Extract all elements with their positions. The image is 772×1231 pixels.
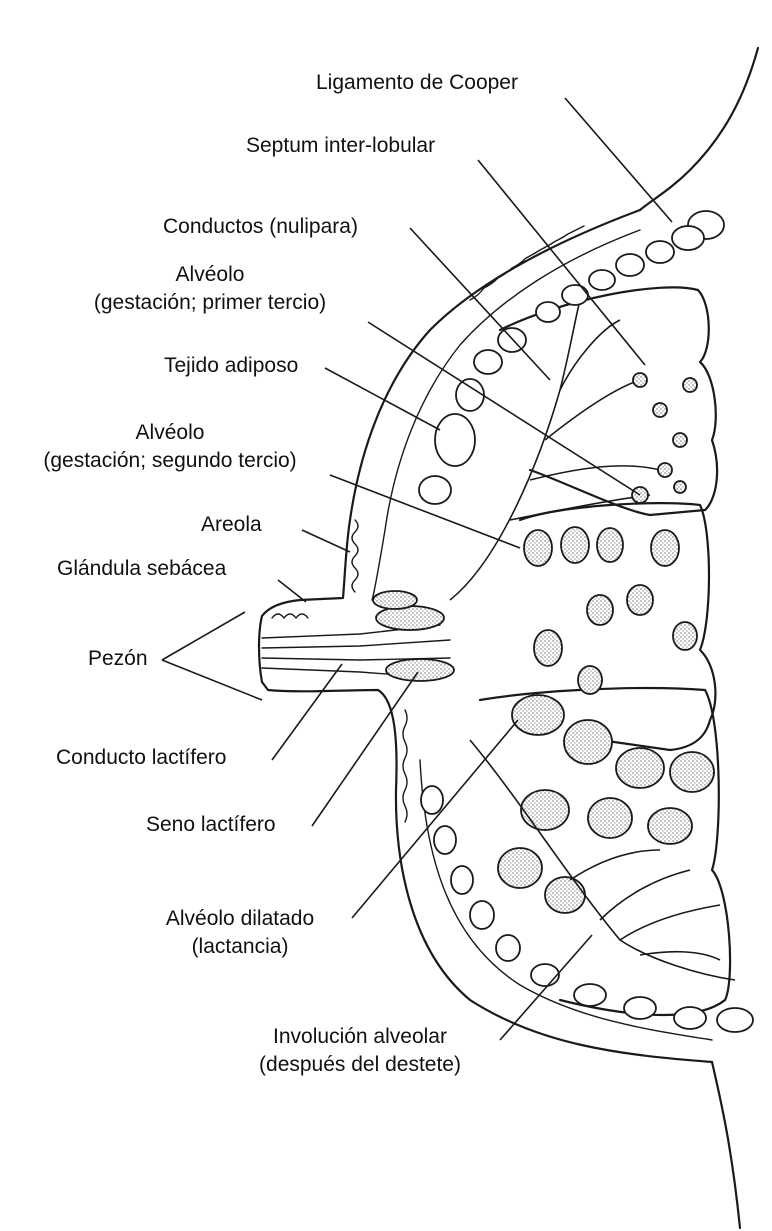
label-alveolo-segundo-tercio-line2: (gestación; segundo tercio) (0, 448, 340, 474)
alveolus-small-6 (633, 373, 647, 387)
alveolus-medium-5 (534, 630, 562, 666)
fat-lobule-21 (674, 1007, 706, 1029)
fat-lobule-2 (672, 226, 704, 250)
alveolus-medium-2 (561, 527, 589, 563)
fat-lobule-4 (616, 254, 644, 276)
fat-lobule-9 (474, 350, 502, 374)
duct-upper-branch-2 (545, 380, 640, 440)
nipple-duct-2 (262, 640, 450, 648)
fat-lobule-5 (589, 270, 615, 290)
involution-duct-branch-2 (620, 905, 720, 940)
alveolus-small-7 (674, 481, 686, 493)
lactiferous-sinus-2 (386, 659, 454, 681)
alveolus-medium-1 (524, 530, 552, 566)
fat-lobule-22 (717, 1008, 753, 1032)
leader-seno-lactifero (312, 672, 418, 826)
leader-conducto-lactifero (272, 664, 342, 760)
label-areola: Areola (201, 512, 262, 538)
fat-lobule-10 (456, 379, 484, 411)
label-alveolo-dilatado-line1: Alvéolo dilatado (130, 906, 350, 932)
alveolus-medium-8 (673, 622, 697, 650)
fat-lobule-15 (451, 866, 473, 894)
label-involucion-alveolar-line1: Involución alveolar (220, 1024, 500, 1050)
alveolus-small-5 (683, 378, 697, 392)
label-involucion-alveolar-line2: (después del destete) (220, 1052, 500, 1078)
fat-lobule-17 (496, 935, 520, 961)
leader-areola (302, 530, 350, 552)
fat-lobule-3 (646, 241, 674, 263)
label-septum-interlobular: Septum inter-lobular (246, 133, 435, 159)
fat-lobule-20 (624, 997, 656, 1019)
lobule-upper (500, 287, 717, 515)
leader-pezon-upper (162, 612, 245, 660)
leader-tejido-adiposo (325, 368, 440, 430)
label-ligamento-cooper: Ligamento de Cooper (316, 70, 518, 96)
chest-wall-upper (640, 48, 758, 210)
involution-duct-branch-3 (640, 952, 720, 960)
alveolus-medium-4 (651, 530, 679, 566)
lactiferous-sinus-1 (376, 606, 444, 630)
fat-lobule-13 (421, 786, 443, 814)
fat-lobule-14 (434, 826, 456, 854)
areola-wavy-edge (352, 520, 358, 592)
alveolus-large-4 (670, 752, 714, 792)
chest-wall-lower (712, 1062, 740, 1228)
alveolus-large-2 (564, 720, 612, 764)
alveolus-large-1 (512, 695, 564, 735)
label-alveolo-primer-tercio-line1: Alvéolo (60, 262, 360, 288)
label-alveolo-segundo-tercio-line1: Alvéolo (0, 420, 340, 446)
label-tejido-adiposo: Tejido adiposo (164, 353, 298, 379)
label-conducto-lactifero: Conducto lactífero (56, 745, 226, 771)
alveolus-medium-7 (627, 585, 653, 615)
lower-wavy-skin (403, 710, 407, 822)
alveolus-small-2 (658, 463, 672, 477)
fat-lobule-12 (419, 476, 451, 504)
alveolus-large-8 (498, 848, 542, 888)
alveolus-small-4 (653, 403, 667, 417)
alveolus-large-9 (545, 877, 585, 913)
involution-duct-branch-1 (600, 870, 690, 920)
label-pezon: Pezón (88, 646, 148, 672)
label-alveolo-dilatado-line2: (lactancia) (130, 934, 350, 960)
involution-duct-branch-4 (570, 850, 660, 880)
leader-alveolo-dilatado (352, 720, 518, 918)
alveolus-medium-6 (587, 595, 613, 625)
leader-glandula (278, 580, 306, 602)
leader-ligamento-cooper (565, 98, 672, 222)
alveolus-large-3 (616, 748, 664, 788)
fat-lobule-18 (531, 964, 559, 986)
alveolus-large-6 (588, 798, 632, 838)
fat-lobule-7 (536, 302, 560, 322)
alveolus-large-7 (648, 808, 692, 844)
areola-sinus (373, 591, 417, 609)
alveolus-large-5 (521, 790, 569, 830)
label-glandula-sebacea: Glándula sebácea (57, 556, 226, 582)
label-alveolo-primer-tercio-line2: (gestación; primer tercio) (60, 290, 360, 316)
sebaceous-gland (272, 614, 308, 618)
label-conductos-nulipara: Conductos (nulipara) (163, 214, 358, 240)
leader-pezon-lower (162, 660, 262, 700)
alveolus-medium-9 (578, 666, 602, 694)
duct-upper-branch-1 (560, 320, 620, 390)
fat-lobule-11 (435, 414, 475, 466)
alveolus-medium-3 (597, 528, 623, 562)
fat-lobule-6 (562, 285, 588, 305)
alveolus-small-3 (673, 433, 687, 447)
fat-lobule-19 (574, 984, 606, 1006)
fat-lobule-16 (470, 901, 494, 929)
label-seno-lactifero: Seno lactífero (146, 812, 276, 838)
